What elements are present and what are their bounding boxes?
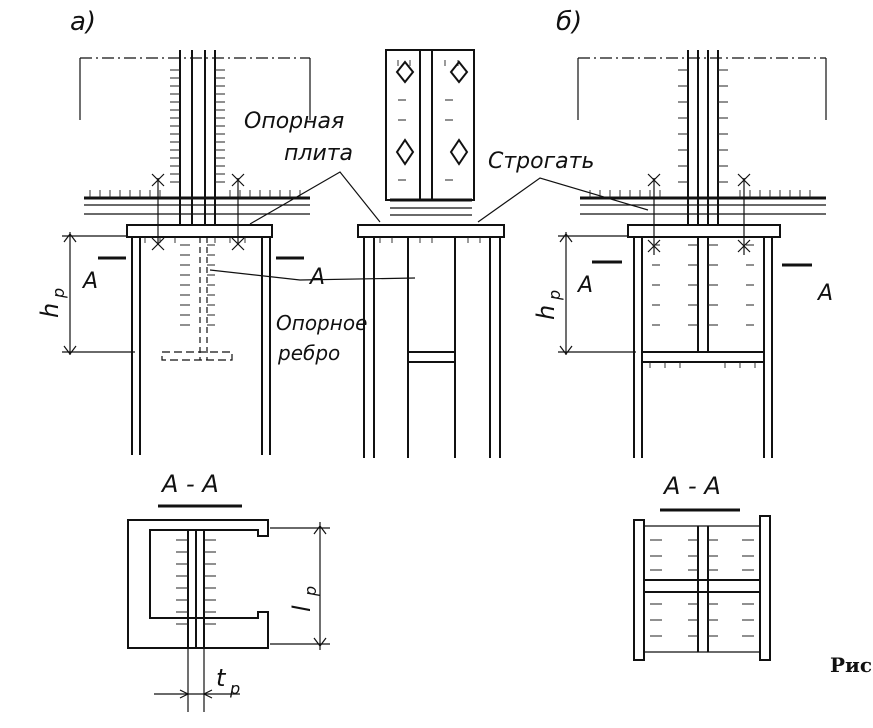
panel-a: a) <box>36 7 325 455</box>
panel-a-label: a) <box>70 7 96 37</box>
stiffener-diamond-icon <box>395 60 415 84</box>
label-plane: Строгать <box>488 149 594 174</box>
panel-a-upper-beam <box>79 50 311 251</box>
section-a-right: A - A <box>633 472 771 661</box>
section-a-right-title: A - A <box>662 472 721 500</box>
panel-b-dim-h-sub: p <box>545 290 564 301</box>
panel-a-support-plate <box>126 224 273 238</box>
section-dim-t: t <box>216 664 227 692</box>
label-support-rib-line1: Опорное <box>276 311 367 335</box>
stiffener-diamond-icon <box>449 138 469 166</box>
panel-b-section-mark-right: A <box>816 281 833 306</box>
panel-b-support-plate <box>627 224 781 238</box>
label-support-rib-line2: ребро <box>277 341 340 365</box>
panel-b-label: б) <box>556 7 582 37</box>
middle-side-view <box>357 49 505 458</box>
middle-upper-beam <box>385 49 475 201</box>
section-dim-l-sub: p <box>301 586 320 597</box>
section-dim-t-sub: p <box>229 679 240 698</box>
figure-caption-fragment: Рис <box>830 653 872 677</box>
panel-a-weld-ticks <box>89 69 301 198</box>
panel-a-dim-h-sub: p <box>49 288 68 299</box>
panel-a-section-mark-left: A <box>81 269 98 294</box>
panel-a-lower-column <box>131 237 271 455</box>
section-a-left: A - A l p t p <box>127 470 330 712</box>
panel-b-dim-h: h <box>532 305 560 320</box>
panel-b-section-mark-left: A <box>576 273 593 298</box>
panel-a-dim-h: h <box>36 303 64 318</box>
section-a-left-outline <box>127 519 269 649</box>
stiffener-diamond-icon <box>395 138 415 166</box>
panel-b-height-dimension: h p <box>532 232 636 355</box>
label-support-plate-line2: плита <box>284 141 353 166</box>
stiffener-diamond-icon <box>449 60 469 84</box>
panel-a-height-dimension: h p <box>36 232 135 355</box>
section-a-left-title: A - A <box>160 470 219 498</box>
middle-support-plate <box>357 224 505 238</box>
panel-a-section-mark-right: A <box>308 265 325 290</box>
section-dim-l: l <box>288 605 316 612</box>
panel-b: б) A <box>532 7 833 458</box>
label-support-plate-line1: Опорная <box>244 109 344 134</box>
